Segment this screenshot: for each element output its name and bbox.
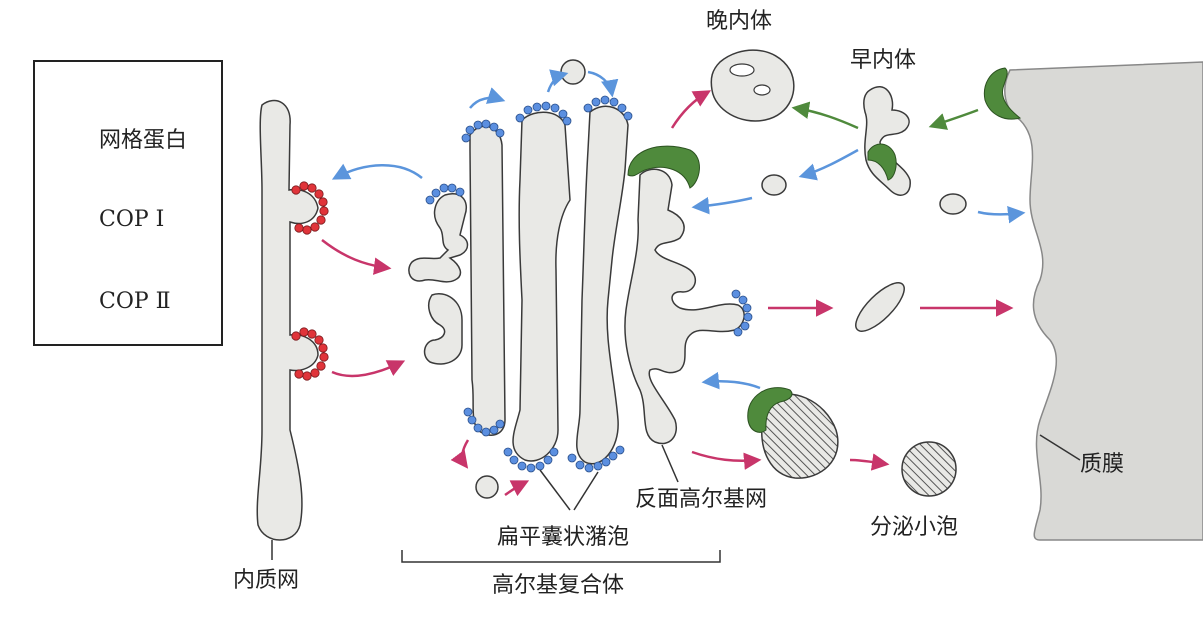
- endosome-vesicle-2: [939, 193, 967, 215]
- tgn-clathrin-coat: [627, 145, 700, 189]
- cisternae-leaders: [539, 469, 599, 511]
- arrow-cop1-lower: [450, 439, 470, 469]
- arrow-membrane-to-early-endosome: [928, 108, 979, 130]
- label-plasma-membrane: 质膜: [1080, 452, 1125, 477]
- arrow-golgi-to-er-retrograde: [331, 163, 423, 180]
- plasma-membrane-clathrin-pit: [983, 67, 1022, 120]
- trans-golgi-network: [624, 168, 745, 445]
- legend-label-cop1: COP Ⅰ: [99, 207, 165, 232]
- arrow-early-endosome-to-vesicle: [798, 148, 859, 181]
- budding-vesicle-clathrin-coat: [747, 387, 793, 433]
- arrow-early-to-late-endosome: [791, 101, 859, 130]
- label-golgi-complex: 高尔基复合体: [492, 573, 625, 598]
- arrow-cop1-retrograde-3: [587, 70, 619, 98]
- label-early-endosome: 早内体: [850, 48, 917, 73]
- arrow-er-to-golgi-bottom: [331, 360, 406, 378]
- early-endosome-clathrin-coat: [867, 143, 897, 181]
- golgi-complex-bracket: [401, 550, 721, 563]
- early-endosome: [863, 86, 911, 196]
- arrow-vesicle-to-tgn: [691, 196, 753, 215]
- arrow-cop1-retrograde-1: [469, 87, 506, 109]
- label-endoplasmic-reticulum: 内质网: [233, 568, 300, 593]
- transport-vesicle-elongated: [855, 282, 905, 332]
- er-cop2-coat-bottom: [291, 327, 329, 381]
- legend-label-clathrin: 网格蛋白: [99, 128, 188, 153]
- golgi-cisterna-2: [512, 111, 571, 462]
- endosome-vesicle-1: [761, 174, 787, 196]
- endoplasmic-reticulum: [256, 99, 319, 541]
- arrow-tgn-to-clathrin-vesicle: [691, 450, 762, 470]
- golgi-vesicle-bottom: [475, 475, 499, 499]
- er-cop2-coat-top: [291, 181, 329, 235]
- tgn-label-leader: [661, 444, 679, 483]
- clathrin-budding-vesicle: [761, 393, 839, 479]
- golgi-cisterna-1: [469, 125, 506, 436]
- late-endosome: [710, 49, 795, 122]
- late-endosome-inner-2: [753, 84, 771, 96]
- arrow-tgn-to-late-endosome: [670, 90, 712, 129]
- golgi-vesicle-top: [560, 59, 586, 85]
- plasma-membrane: [1004, 61, 1203, 541]
- arrow-cop1-lower-2: [504, 480, 530, 497]
- golgi-cop1-coats: [425, 95, 633, 473]
- label-trans-golgi-network: 反面高尔基网: [635, 487, 768, 512]
- legend-box: [33, 60, 223, 346]
- arrow-er-to-golgi-top: [321, 239, 392, 275]
- golgi-cis-cisterna: [408, 193, 469, 365]
- label-cisternae: 扁平囊状潴泡: [497, 525, 630, 550]
- secretory-vesicle: [901, 441, 957, 497]
- label-late-endosome: 晚内体: [706, 9, 773, 34]
- legend-label-cop2: COP Ⅱ: [99, 289, 171, 314]
- arrow-endosome-recycling-to-membrane: [977, 205, 1026, 224]
- arrow-clathrin-vesicle-to-secretory: [849, 453, 890, 471]
- arrow-cop1-retrograde-2: [546, 69, 569, 93]
- label-secretory-vesicle: 分泌小泡: [870, 515, 959, 540]
- plasma-membrane-label-leader: [1039, 434, 1081, 461]
- golgi-cisterna-3: [576, 105, 629, 465]
- transport-arrows: [321, 69, 1026, 497]
- tgn-cop1-coat: [731, 289, 753, 337]
- arrow-budding-to-tgn-retrograde: [701, 371, 761, 390]
- late-endosome-inner-1: [729, 63, 755, 77]
